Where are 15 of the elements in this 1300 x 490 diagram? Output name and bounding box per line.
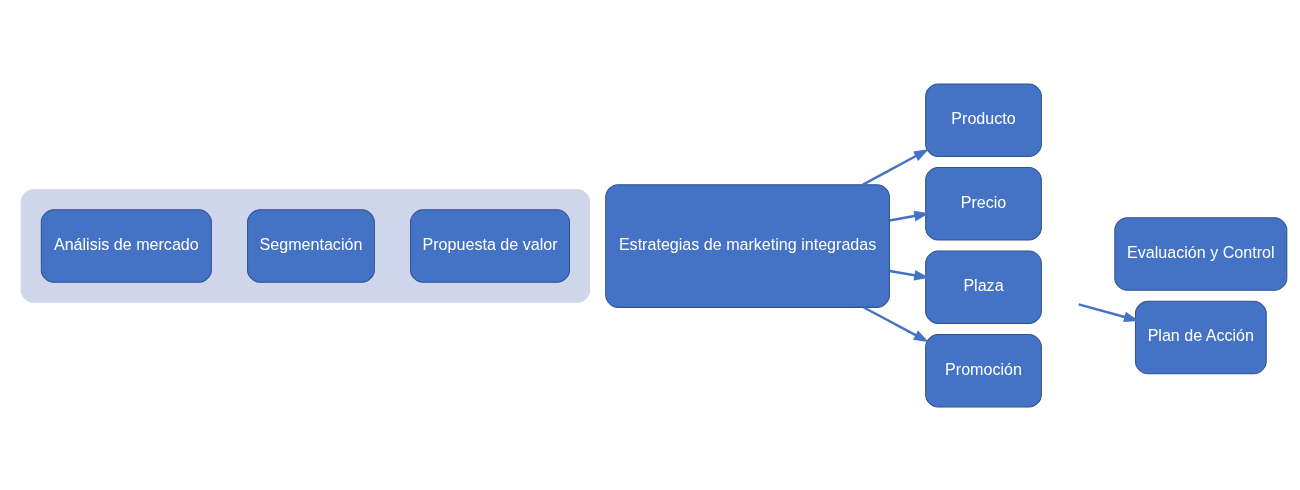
node-box: Plaza (925, 250, 1042, 324)
arrow (862, 148, 929, 186)
arrow (863, 305, 929, 342)
node-box: Producto (925, 83, 1042, 157)
node-box: Promoción (925, 333, 1042, 407)
node-box: Propuesta de valor (410, 208, 570, 283)
node-box: Plan de Acción (1134, 300, 1267, 374)
cluster (20, 188, 591, 303)
node-box: Análisis de mercado (40, 208, 212, 283)
node-box: Segmentación (247, 208, 375, 283)
node-box: Estrategias de marketing integradas (605, 183, 890, 308)
node-box: Evaluación y Control (1114, 216, 1288, 291)
arrow (889, 269, 930, 280)
arrow (889, 210, 930, 222)
node-box: Precio (925, 166, 1042, 240)
